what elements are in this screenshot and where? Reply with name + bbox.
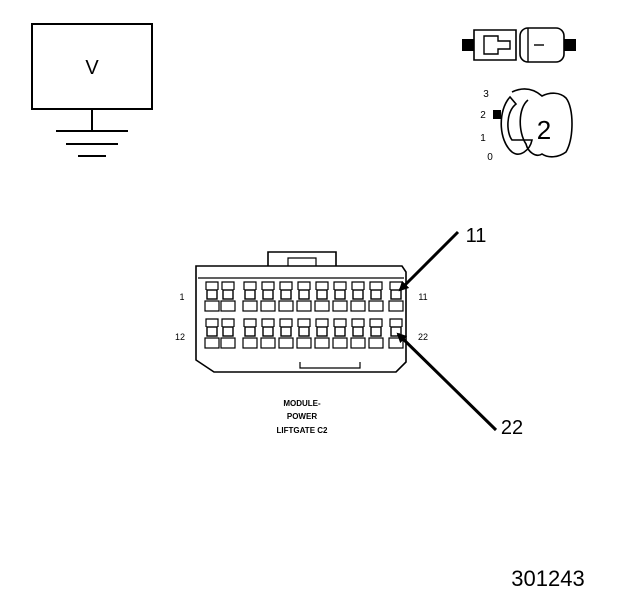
connector-face: 1 11 12 22 MODULE- POWER LIFTGATE C2 <box>175 251 428 435</box>
callout-11: 11 <box>398 225 487 292</box>
callout-22: 22 <box>396 332 523 439</box>
ignition-position-1: 1 <box>480 133 486 144</box>
cavity-row2-8 <box>332 318 348 349</box>
cavity-row1-3 <box>242 281 258 312</box>
cavity-row2-4 <box>260 318 276 349</box>
cavity-row2-2 <box>220 318 236 349</box>
cavity-row1-2 <box>220 281 236 312</box>
pin-label-1: 1 <box>179 292 184 302</box>
ignition-position-3: 3 <box>483 89 489 100</box>
connector-row-bottom <box>204 318 404 349</box>
connector-latch <box>267 251 337 266</box>
cavity-row2-9 <box>350 318 366 349</box>
figure-id: 301243 <box>511 566 584 591</box>
cavity-row1-4 <box>260 281 276 312</box>
cavity-row1-11 <box>388 281 404 312</box>
callout-label-22: 22 <box>501 417 523 439</box>
pin-label-22: 22 <box>418 332 428 342</box>
cavity-row1-7 <box>314 281 330 312</box>
callout-arrow-22 <box>396 332 498 432</box>
cavity-row1-8 <box>332 281 348 312</box>
connector-outline <box>195 265 407 373</box>
cavity-row1-1 <box>204 281 220 312</box>
cavity-row2-11 <box>388 318 404 349</box>
cavity-row2-10 <box>368 318 384 349</box>
ignition-switch: 3 2 1 0 2 <box>480 88 573 163</box>
cavity-row1-5 <box>278 281 294 312</box>
connector-caption-line-1: MODULE- <box>283 399 321 408</box>
cavity-row1-9 <box>350 281 366 312</box>
cavity-row2-3 <box>242 318 258 349</box>
ignition-position-0: 0 <box>487 152 493 163</box>
ignition-position-2: 2 <box>480 110 486 121</box>
ignition-key-icon <box>462 27 576 63</box>
callout-label-11: 11 <box>466 225 487 247</box>
cavity-row1-6 <box>296 281 312 312</box>
voltmeter: V <box>31 23 153 157</box>
connector-caption-line-2: POWER <box>287 412 317 421</box>
cavity-row2-6 <box>296 318 312 349</box>
cavity-row2-5 <box>278 318 294 349</box>
pin-label-12: 12 <box>175 332 185 342</box>
ground-icon <box>56 109 128 157</box>
ignition-selected-position: 2 <box>537 115 551 145</box>
connector-caption-line-3: LIFTGATE C2 <box>277 426 329 435</box>
voltmeter-symbol: V <box>85 57 99 79</box>
connector-row-top <box>204 281 404 312</box>
cavity-row1-10 <box>368 281 384 312</box>
cavity-row2-1 <box>204 318 220 349</box>
callout-arrow-11 <box>398 230 460 292</box>
cavity-row2-7 <box>314 318 330 349</box>
position-indicator <box>493 110 501 119</box>
pin-label-11: 11 <box>418 292 427 302</box>
